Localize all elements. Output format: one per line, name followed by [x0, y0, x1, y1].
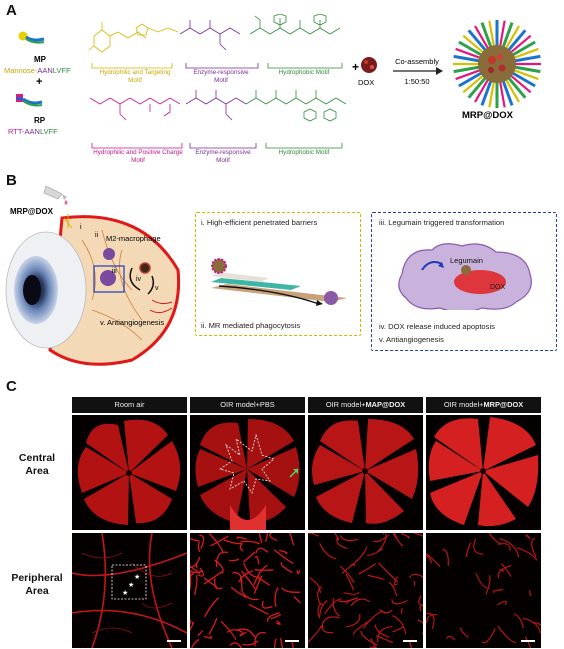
arrow-right-icon — [393, 67, 443, 75]
retina-central-pbs — [190, 415, 305, 530]
motif-hydrophilic-positive: Hydrophilic and Positive Charge Motif — [93, 149, 183, 164]
rp-name: RP — [34, 116, 46, 125]
dox-label: DOX — [358, 78, 375, 87]
arrow-label-top: Co-assembly — [395, 57, 439, 66]
scale-bar — [403, 640, 417, 642]
svg-text:★: ★ — [134, 573, 140, 581]
rp-chemical-structure — [89, 90, 347, 122]
mp-sequence: Mannose-AANLVFF — [4, 66, 71, 75]
retina-central-map-dox — [308, 415, 423, 530]
retina-peripheral-mrp-dox — [426, 533, 541, 648]
eye-label-v: v — [155, 285, 159, 292]
mp-chemical-structure — [88, 14, 341, 53]
scale-bar — [167, 640, 181, 642]
retina-peripheral-room-air: ★ ★ ★ — [72, 533, 187, 648]
legumain-label: Legumain — [450, 256, 483, 265]
motif-enzyme-top: Enzyme-responsive Motif — [193, 69, 249, 84]
legumain-box — [371, 212, 557, 351]
svg-text:★: ★ — [122, 589, 128, 597]
panel-c-letter: C — [6, 378, 17, 395]
dox-box-label: DOX — [490, 284, 506, 291]
eye-label-ii: ii — [95, 232, 99, 239]
motif-hydrophobic-top: Hydrophobic Motif — [278, 69, 330, 76]
product-label: MRP@DOX — [462, 110, 513, 121]
box2-bottom-text2: v. Antiangiogenesis — [379, 335, 444, 344]
arrow-label-bottom: 1:50:50 — [404, 77, 430, 86]
mp-name: MP — [34, 55, 46, 64]
row-label-peripheral: Peripheral Area — [11, 572, 63, 597]
plus-sign-dox: + — [352, 60, 360, 74]
pipette-icon — [43, 185, 68, 205]
macrophage-label: M2-macrophage — [106, 234, 161, 243]
column-header-room-air: Room air — [72, 397, 187, 413]
eye-label-iv: iv — [136, 276, 142, 283]
rp-peptide-icon — [16, 94, 43, 107]
column-header-pbs: OIR model+PBS — [190, 397, 305, 413]
top-motif-brackets — [91, 63, 343, 69]
column-header-map-dox: OIR model+MAP@DOX — [308, 397, 423, 413]
retina-peripheral-map-dox — [308, 533, 423, 648]
scale-bar — [285, 640, 299, 642]
nanoparticle-icon — [453, 20, 541, 108]
svg-text:★: ★ — [128, 581, 134, 589]
penetration-box — [195, 212, 361, 336]
bottom-motif-brackets — [91, 143, 343, 149]
column-header-mrp-dox: OIR model+MRP@DOX — [426, 397, 541, 413]
eye-label-i: i — [80, 224, 82, 231]
tissue-layers-illustration — [211, 258, 347, 306]
motif-hydrophilic-targeting: Hydrophilic and Targeting Motif — [99, 69, 171, 84]
retina-peripheral-pbs — [190, 533, 305, 648]
box1-bottom-text: ii. MR mediated phagocytosis — [201, 321, 301, 330]
angiogenesis-label: v. Antiangiogenesis — [100, 318, 165, 327]
mp-peptide-icon — [18, 31, 45, 44]
plus-sign: + — [36, 76, 43, 88]
retina-central-room-air — [72, 415, 187, 530]
panel-b-letter: B — [6, 172, 17, 189]
motif-hydrophobic-bottom: Hydrophobic Motif — [278, 149, 330, 156]
eye-illustration — [5, 214, 181, 366]
box2-bottom-text1: iv. DOX release induced apoptosis — [379, 322, 495, 331]
box2-top-text: iii. Legumain triggered transformation — [379, 218, 505, 227]
motif-enzyme-bottom: Enzyme-responsive Motif — [195, 149, 251, 164]
eye-label-iii: iii — [112, 268, 117, 275]
panel-a-letter: A — [6, 2, 17, 19]
macrophage-illustration — [398, 243, 532, 310]
scale-bar — [521, 640, 535, 642]
drop-label: MRP@DOX — [10, 207, 53, 216]
rp-sequence: RTT-AANLVFF — [8, 127, 58, 136]
box1-top-text: i. High-efficient penetrated barriers — [201, 218, 318, 227]
dox-molecule-icon — [361, 57, 377, 73]
retina-central-mrp-dox — [426, 415, 541, 530]
row-label-central: Central Area — [18, 452, 56, 477]
